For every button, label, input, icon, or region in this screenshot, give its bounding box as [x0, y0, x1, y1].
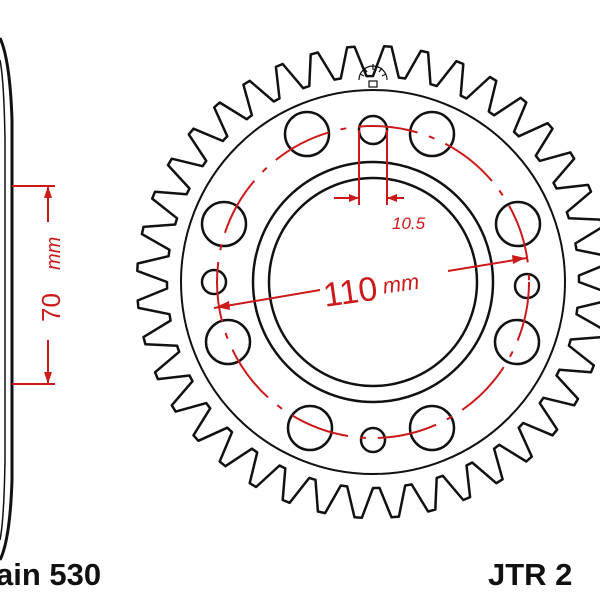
bolt-hole [359, 426, 387, 454]
bolt-hole [408, 404, 456, 452]
bolt-hole-arrow-left [349, 194, 359, 202]
sprocket-front-view [136, 45, 600, 519]
bolt-hole [200, 268, 228, 296]
jt-sprocket-logo-icon [358, 64, 388, 88]
hub-width-unit: mm [43, 237, 65, 270]
bolt-hole-arrow-right [387, 194, 397, 202]
bolt-circle-arrow-right [512, 255, 525, 264]
dimension-arrow-down [44, 372, 52, 384]
side-profile-inner-edge [0, 59, 6, 541]
chain-size-caption: ain 530 [0, 557, 101, 592]
bolt-hole-value: 10.5 [392, 214, 426, 233]
bolt-hole [200, 200, 248, 248]
bolt-circle-arrow-left [216, 301, 230, 310]
hub-width-dimension: 70 mm [12, 185, 66, 385]
sprocket-center-bore [267, 176, 479, 388]
bolt-circle-value: 110 [321, 270, 380, 315]
sprocket-hub-outer-circle [251, 160, 495, 404]
side-profile-body [0, 37, 14, 561]
dimension-arrow-up [44, 186, 52, 198]
bolt-hole [204, 318, 252, 366]
part-number-caption: JTR 2 [488, 557, 572, 592]
bolt-hole [408, 110, 456, 158]
bolt-hole [283, 110, 331, 158]
bolt-circle-centerline [216, 125, 530, 439]
sprocket-root-reference-circle [180, 89, 566, 475]
bolt-hole [286, 404, 334, 452]
bolt-hole [357, 114, 389, 146]
sprocket-side-profile [0, 37, 14, 561]
hub-width-value: 70 [36, 293, 66, 322]
bolt-circle-unit: mm [381, 269, 421, 299]
bolt-hole [493, 318, 541, 366]
bolt-circle-dimension: 110 mm [213, 125, 530, 439]
bolt-hole [513, 272, 541, 300]
bolt-hole-dimension: 10.5 [334, 130, 426, 233]
